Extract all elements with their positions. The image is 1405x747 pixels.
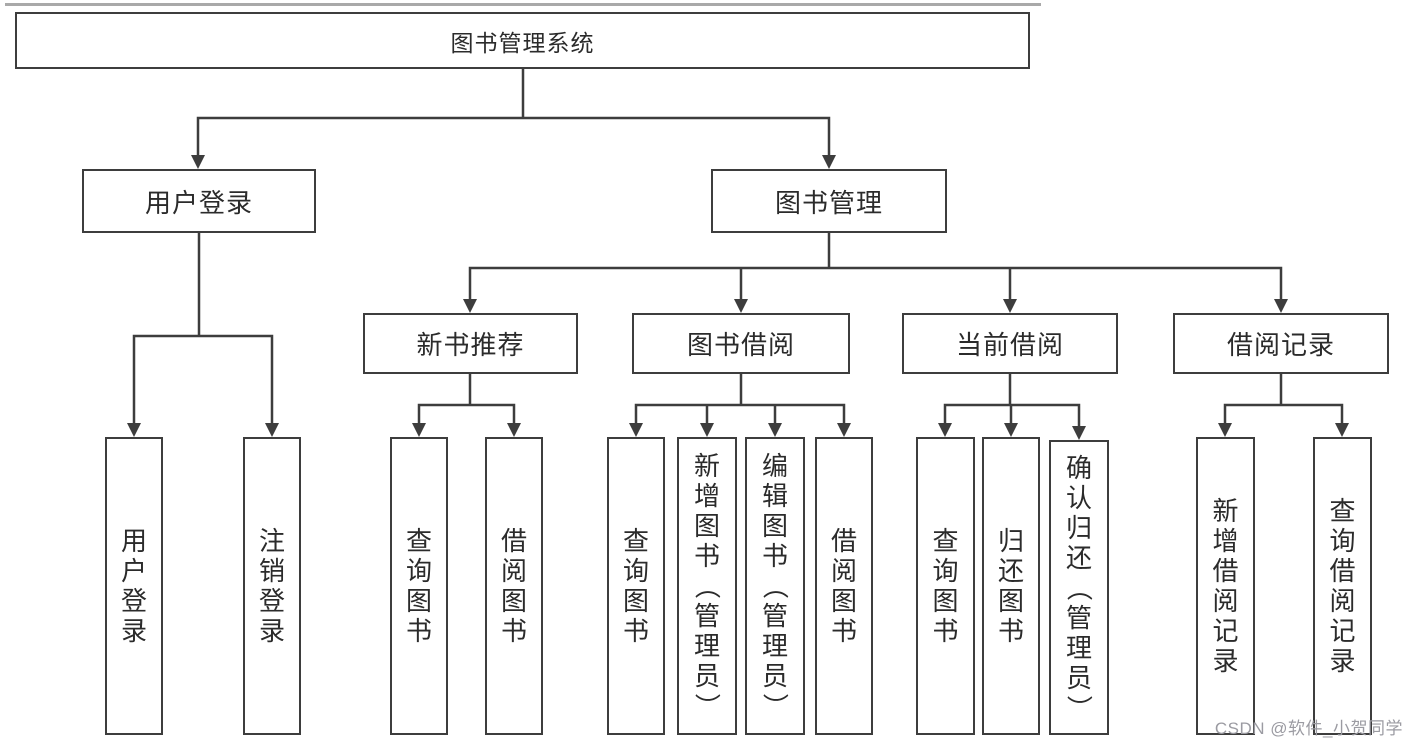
connector-book-borrow <box>634 372 846 428</box>
node-user-login: 用户登录 <box>82 169 316 233</box>
leaf-logout: 注销登录 <box>243 437 301 735</box>
leaf-add-borrow-record: 新增借阅记录 <box>1196 437 1255 735</box>
leaf-query-books-current: 查询图书 <box>916 437 975 735</box>
leaf-query-books-borrowing: 查询图书 <box>607 437 665 735</box>
csdn-watermark: CSDN @软件_小贺同学 <box>1214 719 1403 738</box>
node-current-borrowing: 当前借阅 <box>902 313 1118 374</box>
leaf-user-login: 用户登录 <box>105 437 163 735</box>
leaf-query-books-recommend: 查询图书 <box>390 437 448 735</box>
node-borrowing-records: 借阅记录 <box>1173 313 1389 374</box>
node-library-management-system: 图书管理系统 <box>15 12 1030 69</box>
node-book-management: 图书管理 <box>711 169 947 233</box>
leaf-query-borrow-record: 查询借阅记录 <box>1313 437 1372 735</box>
leaf-borrow-books: 借阅图书 <box>815 437 873 735</box>
leaf-borrow-books-recommend: 借阅图书 <box>485 437 543 735</box>
connector-new-book <box>417 372 516 428</box>
leaf-edit-book-admin: 编辑图书（管理员） <box>745 437 805 735</box>
leaf-add-book-admin: 新增图书（管理员） <box>677 437 737 735</box>
connector-borrow-records <box>1223 372 1344 428</box>
leaf-confirm-return-admin: 确认归还（管理员） <box>1049 440 1109 735</box>
connector-book-mgmt <box>468 231 1283 304</box>
arrowheads <box>127 155 1349 440</box>
connector-root <box>196 65 831 160</box>
top-edge-line <box>5 3 1041 6</box>
node-book-borrowing: 图书借阅 <box>632 313 850 374</box>
node-new-book-recommendation: 新书推荐 <box>363 313 578 374</box>
leaf-return-book: 归还图书 <box>982 437 1040 735</box>
connector-current-borrow <box>943 372 1081 431</box>
connector-user-login <box>132 231 274 428</box>
